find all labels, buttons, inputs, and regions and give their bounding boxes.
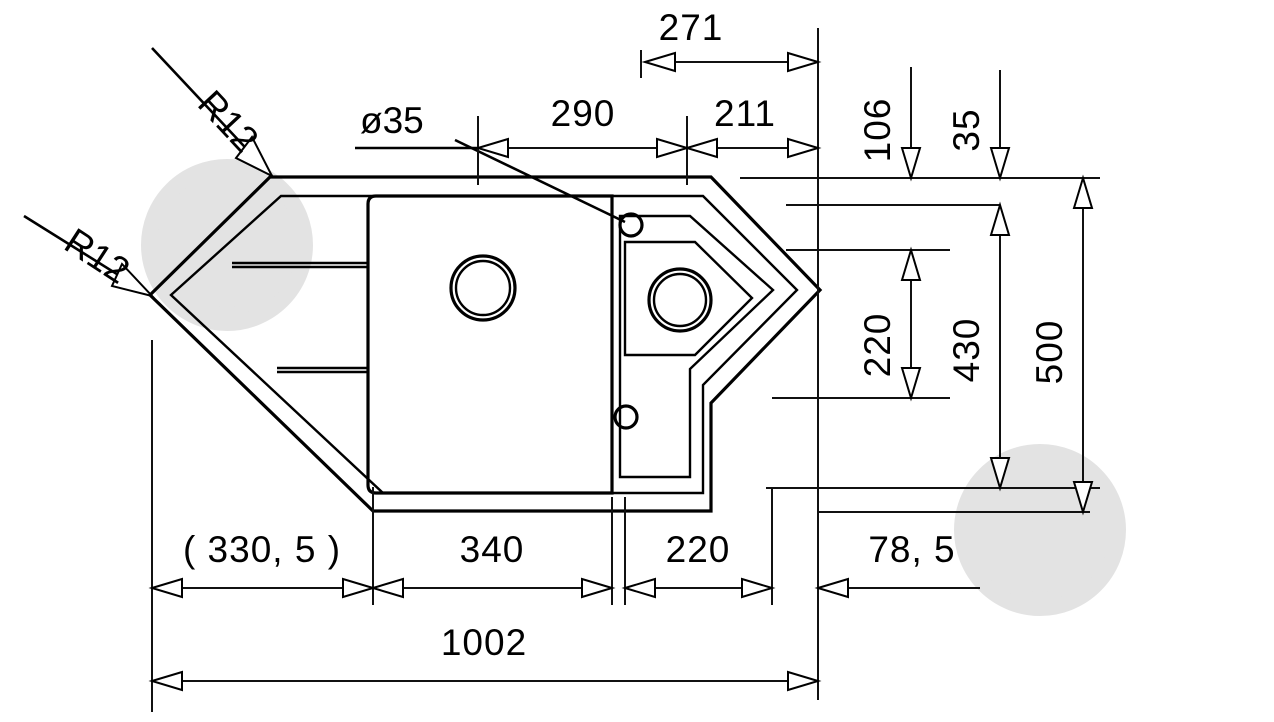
- dim-430-group: 430: [946, 204, 1010, 489]
- tap-hole-lower: [613, 404, 639, 430]
- dim-220v-group: 220: [857, 249, 921, 399]
- dim-211-label: 211: [714, 93, 776, 134]
- tap-hole-upper: [618, 212, 644, 238]
- dim-271-label: 271: [659, 7, 724, 48]
- dim-290-label: 290: [551, 93, 616, 134]
- dim-220v-label: 220: [857, 313, 898, 378]
- dim-78-5-label: 78, 5: [868, 529, 955, 570]
- watermark-logo-right: [954, 444, 1126, 616]
- diameter-callout: ø35: [355, 100, 626, 224]
- dim-500-group: 500: [1029, 177, 1093, 513]
- small-bowl: [623, 240, 754, 357]
- sink-inner-rim-2: [618, 214, 775, 479]
- dim-35-label: 35: [946, 108, 987, 151]
- radius-callout-top: R12: [151, 47, 275, 179]
- dim-106-group: 106: [857, 67, 921, 179]
- dim-330-5-label: ( 330, 5 ): [183, 529, 341, 570]
- right-extension-lines: [740, 177, 1100, 513]
- main-bowl-drain-hole: [449, 254, 517, 322]
- dim-430-label: 430: [946, 318, 987, 383]
- main-bowl: [366, 194, 614, 495]
- dim-78-5-group: 78, 5: [817, 529, 980, 598]
- dim-500-label: 500: [1029, 320, 1070, 385]
- dim-1002-group: 1002: [151, 622, 819, 691]
- dim-340-label: 340: [460, 529, 525, 570]
- diameter-label: ø35: [360, 100, 424, 141]
- dim-106-label: 106: [857, 98, 898, 163]
- top-extension-lines: [477, 28, 819, 508]
- sink-inner-rim: [169, 194, 799, 495]
- dim-220h-group: 220: [624, 529, 773, 598]
- dim-35-group: 35: [946, 70, 1010, 179]
- dim-340-group: 340: [372, 529, 613, 598]
- sink-outer-rim: [147, 175, 823, 513]
- dim-1002-label: 1002: [441, 622, 527, 663]
- drainboard-ribs: [232, 261, 368, 374]
- dim-271-group: 271: [644, 7, 819, 72]
- small-bowl-drain-hole: [647, 267, 713, 333]
- dim-290-group: 290: [477, 93, 688, 158]
- dim-220h-label: 220: [666, 529, 731, 570]
- dim-330-5-group: ( 330, 5 ): [151, 529, 374, 598]
- radius-callout-left: R12: [23, 214, 156, 298]
- dim-211-group: 211: [686, 93, 819, 158]
